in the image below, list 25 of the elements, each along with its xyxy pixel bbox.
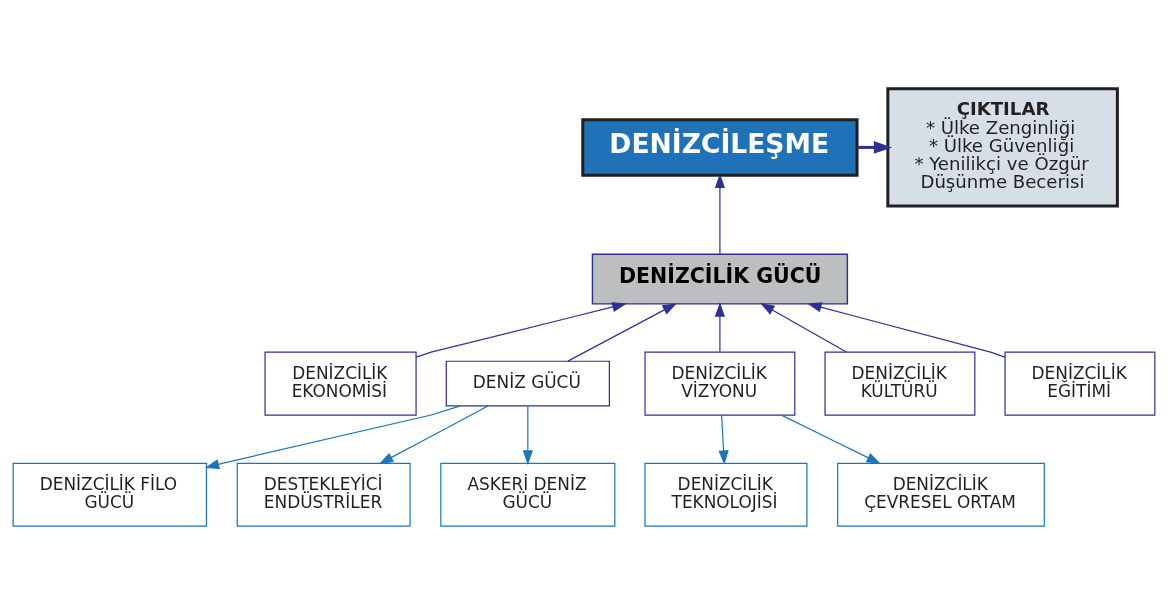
- node-box: DENİZCİLİK TEKNOLOJİSİ: [644, 462, 808, 527]
- node-box: DESTEKLEYİCİ ENDÜSTRİLER: [236, 462, 411, 527]
- arrow: [522, 405, 533, 465]
- arrow: [567, 302, 677, 362]
- node-box: DENİZCİLİK KÜLTÜRÜ: [824, 351, 976, 416]
- arrow: [378, 404, 489, 464]
- node-box: DENİZCİLİK ÇEVRESEL ORTAM: [837, 462, 1045, 527]
- arrow: [857, 140, 892, 154]
- arrow: [415, 301, 627, 358]
- arrow: [714, 301, 725, 352]
- node-box: DENİZCİLİK VİZYONU: [644, 351, 796, 416]
- node-box: ÇIKTILAR * Ülke Zenginliği * Ülke Güvenliği * Yenilikçi ve Özgür Düşünme Becerisi: [886, 86, 1119, 208]
- node-box: DENİZCİLİK EĞİTİMİ: [1004, 351, 1156, 416]
- arrow: [204, 405, 461, 469]
- node-box: DENİZCİLİK GÜCÜ: [591, 253, 849, 305]
- arrow: [718, 414, 729, 465]
- node-box: DENİZCİLİK EKONOMİSİ: [264, 351, 417, 416]
- node-box: DENİZCİLİK FİLO GÜCÜ: [12, 462, 208, 527]
- arrow: [807, 301, 1006, 358]
- node-box: ASKERİ DENİZ GÜCÜ: [440, 462, 616, 527]
- node-box: DENİZ GÜCÜ: [445, 360, 610, 407]
- arrow: [760, 302, 848, 353]
- arrow: [780, 414, 881, 464]
- arrow: [714, 173, 725, 255]
- node-box: DENİZCİLEŞME: [581, 117, 859, 177]
